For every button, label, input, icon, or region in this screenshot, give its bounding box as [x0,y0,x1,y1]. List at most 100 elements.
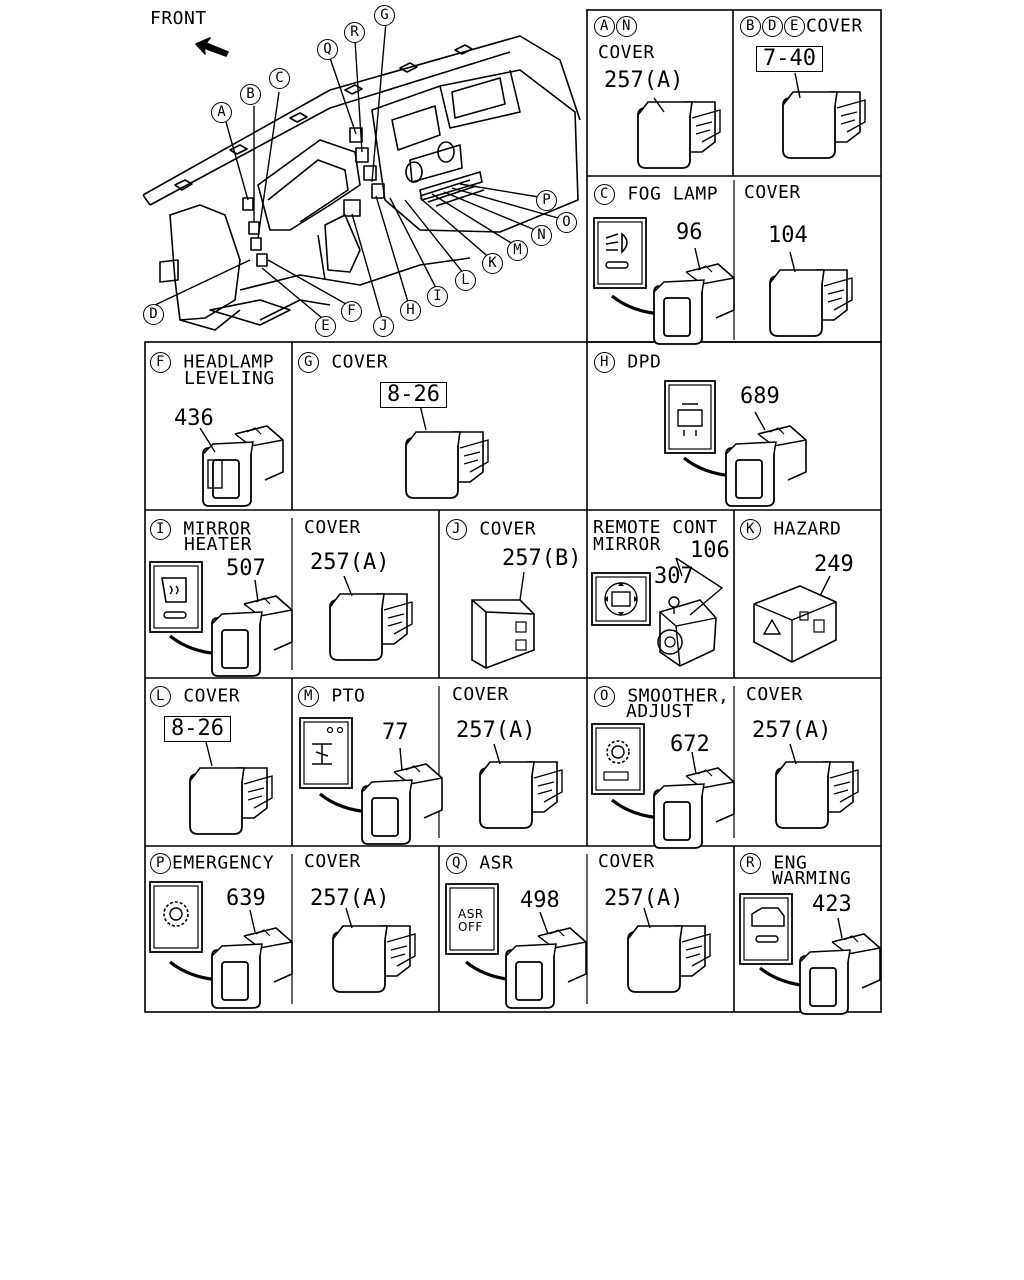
part-f-switch [202,425,284,507]
part-q-switch [505,927,587,1009]
part-r-symbol [739,893,793,965]
cell-i-cover-title: COVER [304,517,361,538]
part-p-symbol [149,881,203,953]
cell-remote-title: REMOTE CONT [593,517,718,538]
front-arrow-icon [195,37,229,57]
part-c-symbol [593,217,647,289]
overview-callout-b: B [240,84,261,105]
cell-m-cover-title: COVER [452,684,509,705]
part-m-symbol [299,717,353,789]
overview-callout-l: L [455,270,476,291]
part-l-cover [189,767,273,835]
overview-callout-c: C [269,68,290,89]
overview-callout-i: I [427,286,448,307]
part-o-cover [775,761,859,829]
part-o-switch [653,767,735,849]
cell-i-title2: HEATER [184,534,253,555]
part-q-cover [627,925,711,993]
cell-q-part: 498 [520,888,560,913]
cell-o-title2: ADJUST [626,701,695,722]
cell-q-title: Q ASR [446,853,513,874]
part-o-symbol [591,723,645,795]
part-m-switch [361,763,443,845]
overview-callout-f: F [341,301,362,322]
part-h-switch [725,425,807,507]
overview-callout-o: O [556,212,577,233]
cell-k-title: K HAZARD [740,519,841,540]
overview-callout-g: G [374,5,395,26]
cell-j-part: 257(B) [502,546,582,571]
overview-callout-n: N [531,225,552,246]
overview-callout-p: P [536,190,557,211]
cell-p-part: 639 [226,886,266,911]
grid-frame [144,9,882,1013]
cell-remote-part-a: 106 [690,538,730,563]
cell-o-part: 672 [670,732,710,757]
overview-callout-k: K [482,253,503,274]
cell-i-cover-part: 257(A) [310,550,390,575]
dashboard-overview [142,35,581,331]
cell-c-title: C FOG LAMP [594,184,718,205]
cell-g-part: 8-26 [380,382,447,408]
overview-callout-a: A [211,102,232,123]
cell-l-part: 8-26 [164,716,231,742]
cell-q-cover-title: COVER [598,851,655,872]
part-i-symbol [149,561,203,633]
part-g-cover [405,431,489,499]
cell-an-part: 257(A) [604,68,684,93]
overview-callout-j: J [373,316,394,337]
cell-o-cover-part: 257(A) [752,718,832,743]
cell-j-title: J COVER [446,519,536,540]
part-an-cover [637,101,721,169]
cell-f-title: F HEADLAMP [150,352,274,373]
cell-bde-part: 7-40 [756,46,823,72]
part-i-switch [211,595,293,677]
overview-callout-e: E [315,316,336,337]
overview-callout-h: H [400,300,421,321]
cell-g-title: G COVER [298,352,388,373]
cell-c-cover-part: 104 [768,223,808,248]
part-c-cover [769,269,853,337]
part-h-symbol [664,380,716,454]
part-p-cover [332,925,416,993]
part-p-switch [211,927,293,1009]
cell-f-title2: LEVELING [184,368,275,389]
part-bde-cover [782,91,866,159]
cell-o-cover-title: COVER [746,684,803,705]
cell-remote-part-b: 307 [654,564,694,589]
overview-leader-lines [154,21,566,319]
cell-r-title2: WARMING [772,868,852,889]
cell-i-title: I MIRROR [150,519,251,540]
cell-remote-title2: MIRROR [593,534,662,555]
cell-p-cover-title: COVER [304,851,361,872]
cell-c-cover-title: COVER [744,182,801,203]
part-k-switch [753,585,837,663]
cell-m-title: M PTO [298,686,365,707]
part-j-cover [471,599,535,669]
cell-o-title: O SMOOTHER, [594,686,729,707]
cell-m-part: 77 [382,720,409,745]
cell-h-title: H DPD [594,352,661,373]
cell-f-part: 436 [174,406,214,431]
part-i-cover [329,593,413,661]
cell-m-cover-part: 257(A) [456,718,536,743]
overview-callout-m: M [507,240,528,261]
overview-callout-q: Q [317,39,338,60]
front-label: FRONT [150,8,207,29]
part-r-switch [799,933,881,1015]
cell-c-part: 96 [676,220,703,245]
cell-h-part: 689 [740,384,780,409]
cell-r-part: 423 [812,892,852,917]
cell-i-part: 507 [226,556,266,581]
part-remote-switch [657,596,717,667]
part-remote-symbol [591,572,651,626]
overview-callout-d: D [143,304,164,325]
part-c-switch [653,263,735,345]
overview-callout-r: R [344,22,365,43]
